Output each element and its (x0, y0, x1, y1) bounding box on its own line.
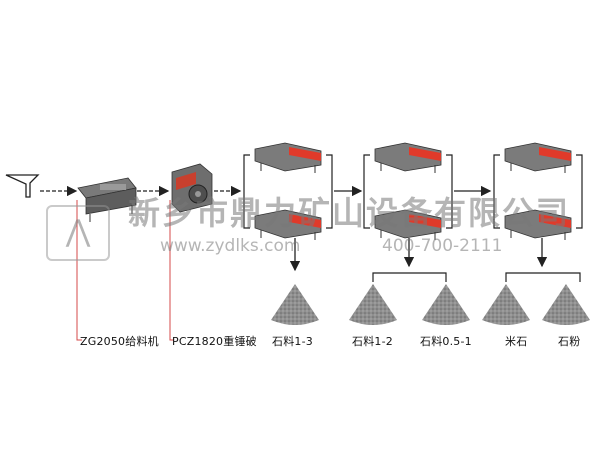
screen-group-2-bracket (363, 154, 453, 229)
vibrating-screen-icon (254, 142, 322, 173)
vibrating-screen-icon (504, 142, 572, 173)
company-logo: ⋀ (46, 205, 110, 261)
gravel-pile-icon (542, 284, 590, 325)
hopper-icon (5, 174, 40, 198)
label-crusher: PCZ1820重锤破 (172, 335, 257, 348)
watermark-company: 新乡市鼎力矿山设备有限公司 (128, 194, 571, 232)
vibrating-screen-icon (254, 209, 322, 240)
screen-group-1-bracket (243, 154, 333, 229)
hammer-crusher-icon (171, 163, 213, 213)
vibrating-screen-icon (374, 209, 442, 240)
label-product-4: 米石 (505, 335, 528, 348)
label-feeder: ZG2050给料机 (80, 335, 159, 348)
vibrating-screen-icon (374, 142, 442, 173)
label-product-1: 石料1-3 (272, 335, 313, 348)
label-product-3: 石料0.5-1 (420, 335, 472, 348)
gravel-pile-icon (349, 284, 397, 325)
gravel-pile-icon (482, 284, 530, 325)
callout-crusher (169, 200, 174, 341)
split-3 (505, 272, 581, 282)
label-product-2: 石料1-2 (352, 335, 393, 348)
split-2 (372, 272, 447, 282)
callout-feeder (76, 200, 82, 341)
label-product-5: 石粉 (558, 335, 581, 348)
watermark-phone: 400-700-2111 (382, 236, 503, 256)
vibrating-screen-icon (504, 209, 572, 240)
feeder-machine-icon (77, 177, 137, 222)
watermark-website: www.zydlks.com (160, 236, 301, 256)
gravel-pile-icon (422, 284, 470, 325)
screen-group-3-bracket (493, 154, 583, 229)
gravel-pile-icon (271, 284, 319, 325)
